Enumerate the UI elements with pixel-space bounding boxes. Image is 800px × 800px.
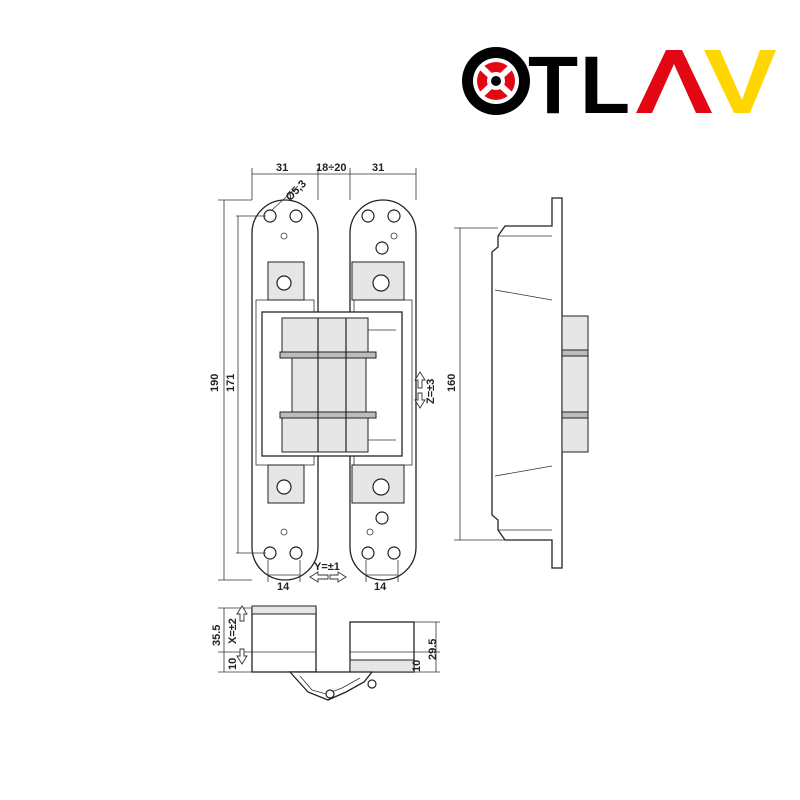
otlav-logo: T L	[462, 40, 776, 131]
dim-adjust-y: Y=±1	[314, 561, 340, 573]
hinge-front-view	[251, 199, 417, 581]
dim-depth-total: 35.5	[211, 625, 223, 646]
dim-hole-diameter: Ø5,3	[284, 178, 309, 203]
logo-emblem-icon	[462, 47, 530, 115]
dim-depth-right: 10	[411, 660, 423, 672]
front-dimension-lines	[218, 168, 417, 582]
dim-side-height: 160	[446, 374, 458, 392]
adjust-x-arrows-icon	[236, 605, 248, 665]
adjust-z-arrows-icon	[414, 371, 426, 409]
dim-plate-width-right: 31	[372, 162, 384, 174]
adjust-y-arrows-icon	[309, 571, 347, 583]
dim-depth-left: 10	[227, 658, 239, 670]
logo-letter-a	[636, 50, 712, 113]
right-screw-holes	[361, 209, 401, 560]
dim-adjust-x: X=±2	[227, 618, 239, 644]
logo-letter-t: T	[528, 40, 578, 131]
logo-letter-l: L	[580, 40, 630, 131]
dim-total-height: 190	[209, 374, 221, 392]
hinge-side-view	[454, 197, 589, 569]
dim-gap: 18÷20	[316, 162, 347, 174]
left-screw-holes	[263, 209, 303, 560]
dim-adjust-z: Z=±3	[425, 379, 437, 404]
dim-plate-width-left: 31	[276, 162, 288, 174]
dim-depth-right-total: 29.5	[427, 639, 439, 660]
logo-letter-v	[704, 50, 776, 113]
hinge-top-view	[218, 605, 440, 701]
dim-bottom-right: 14	[374, 581, 387, 593]
dim-bottom-left: 14	[277, 581, 290, 593]
dim-hole-spacing-height: 171	[225, 374, 237, 392]
